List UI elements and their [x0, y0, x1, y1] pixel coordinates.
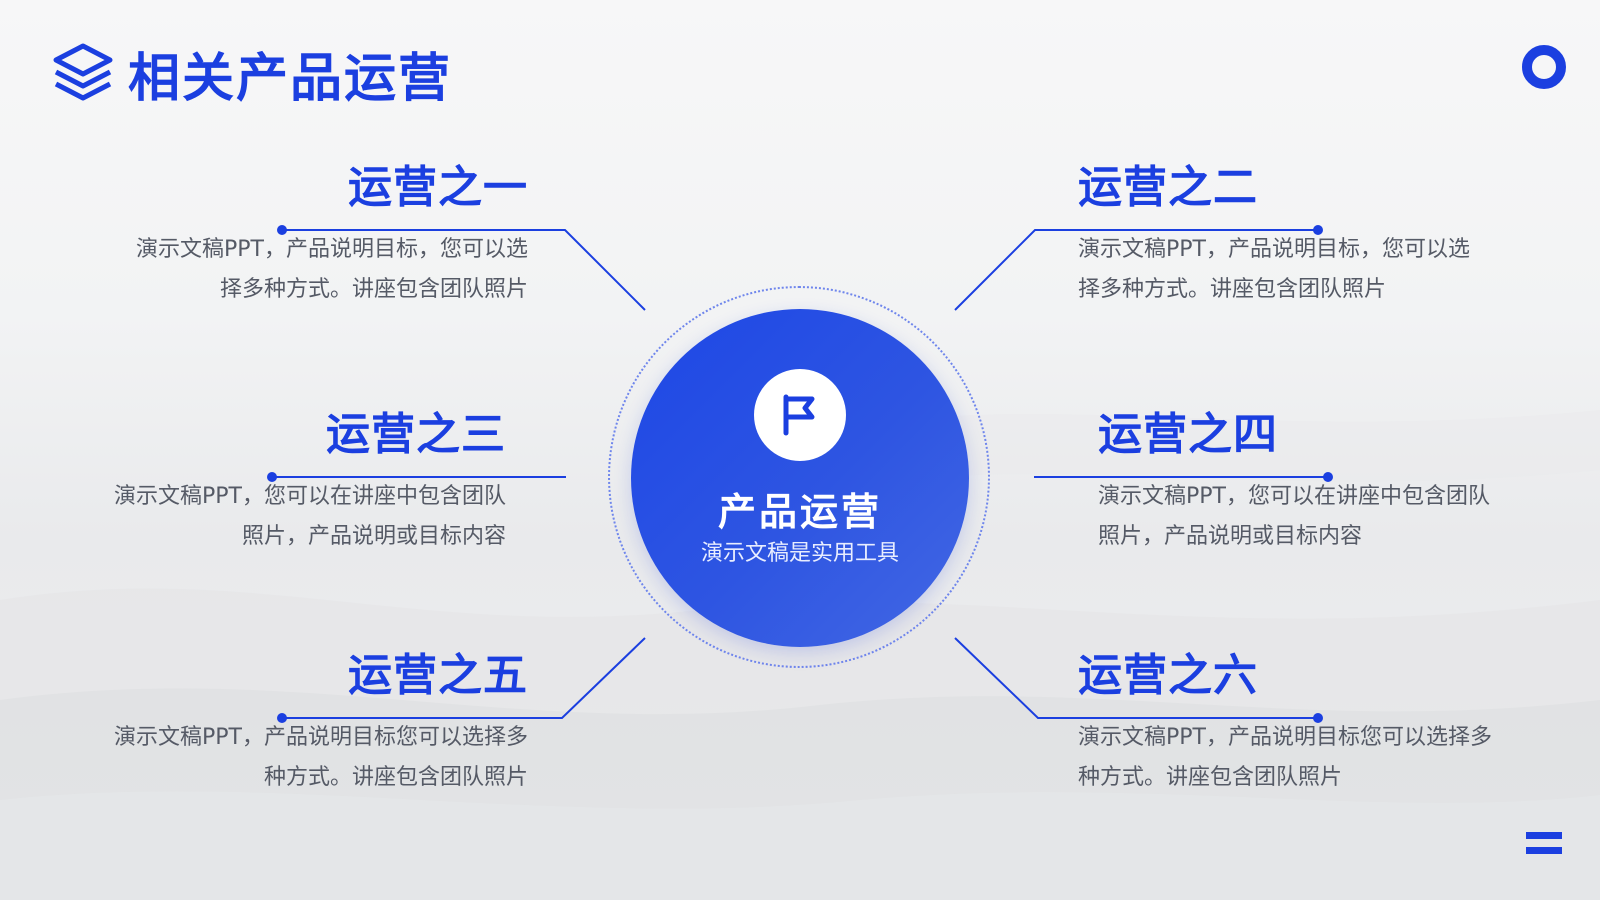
- item-desc-line: 演示文稿PPT，您可以在讲座中包含团队: [114, 484, 506, 509]
- item-desc-line: 照片，产品说明或目标内容: [1098, 524, 1363, 549]
- item-4: 运营之四 演示文稿PPT，您可以在讲座中包含团队 照片，产品说明或目标内容: [1098, 407, 1528, 557]
- item-desc-line: 种方式。讲座包含团队照片: [1078, 765, 1343, 790]
- item-description: 演示文稿PPT，您可以在讲座中包含团队 照片，产品说明或目标内容: [1098, 477, 1528, 557]
- item-description: 演示文稿PPT，产品说明目标，您可以选 择多种方式。讲座包含团队照片: [1078, 230, 1508, 310]
- center-hub: 产品运营 演示文稿是实用工具: [631, 309, 969, 647]
- item-title: 运营之一: [348, 162, 528, 213]
- center-dotted-ring: [608, 286, 990, 668]
- flag-icon: [783, 394, 815, 436]
- center-title: 产品运营: [717, 490, 882, 534]
- item-3: 运营之三 演示文稿PPT，您可以在讲座中包含团队 照片，产品说明或目标内容: [80, 407, 506, 557]
- item-description: 演示文稿PPT，产品说明目标您可以选择多 种方式。讲座包含团队照片: [80, 718, 528, 798]
- item-desc-line: 演示文稿PPT，产品说明目标您可以选择多: [1078, 725, 1492, 750]
- item-desc-line: 种方式。讲座包含团队照片: [263, 765, 528, 790]
- item-5: 运营之五 演示文稿PPT，产品说明目标您可以选择多 种方式。讲座包含团队照片: [80, 648, 528, 798]
- layers-icon: [53, 43, 113, 101]
- ring-icon: [1522, 45, 1566, 89]
- item-title: 运营之三: [326, 409, 506, 460]
- item-2: 运营之二 演示文稿PPT，产品说明目标，您可以选 择多种方式。讲座包含团队照片: [1078, 160, 1508, 310]
- item-desc-line: 照片，产品说明或目标内容: [241, 524, 506, 549]
- item-1: 运营之一 演示文稿PPT，产品说明目标，您可以选 择多种方式。讲座包含团队照片: [100, 160, 528, 310]
- flag-badge: [754, 369, 846, 461]
- item-desc-line: 演示文稿PPT，您可以在讲座中包含团队: [1098, 484, 1490, 509]
- page-title: 相关产品运营: [128, 48, 453, 109]
- menu-icon[interactable]: [1526, 832, 1562, 858]
- item-title: 运营之六: [1078, 650, 1258, 701]
- item-desc-line: 演示文稿PPT，产品说明目标，您可以选: [136, 237, 528, 262]
- item-title: 运营之四: [1098, 409, 1278, 460]
- item-description: 演示文稿PPT，您可以在讲座中包含团队 照片，产品说明或目标内容: [80, 477, 506, 557]
- page-header: 相关产品运营: [52, 42, 452, 109]
- item-description: 演示文稿PPT，产品说明目标，您可以选 择多种方式。讲座包含团队照片: [100, 230, 528, 310]
- item-desc-line: 择多种方式。讲座包含团队照片: [219, 277, 528, 302]
- item-desc-line: 择多种方式。讲座包含团队照片: [1078, 277, 1387, 302]
- item-desc-line: 演示文稿PPT，产品说明目标，您可以选: [1078, 237, 1470, 262]
- center-subtitle: 演示文稿是实用工具: [700, 541, 899, 566]
- item-6: 运营之六 演示文稿PPT，产品说明目标您可以选择多 种方式。讲座包含团队照片: [1078, 648, 1528, 798]
- item-title: 运营之二: [1078, 162, 1258, 213]
- item-title: 运营之五: [348, 650, 528, 701]
- item-description: 演示文稿PPT，产品说明目标您可以选择多 种方式。讲座包含团队照片: [1078, 718, 1528, 798]
- item-desc-line: 演示文稿PPT，产品说明目标您可以选择多: [114, 725, 528, 750]
